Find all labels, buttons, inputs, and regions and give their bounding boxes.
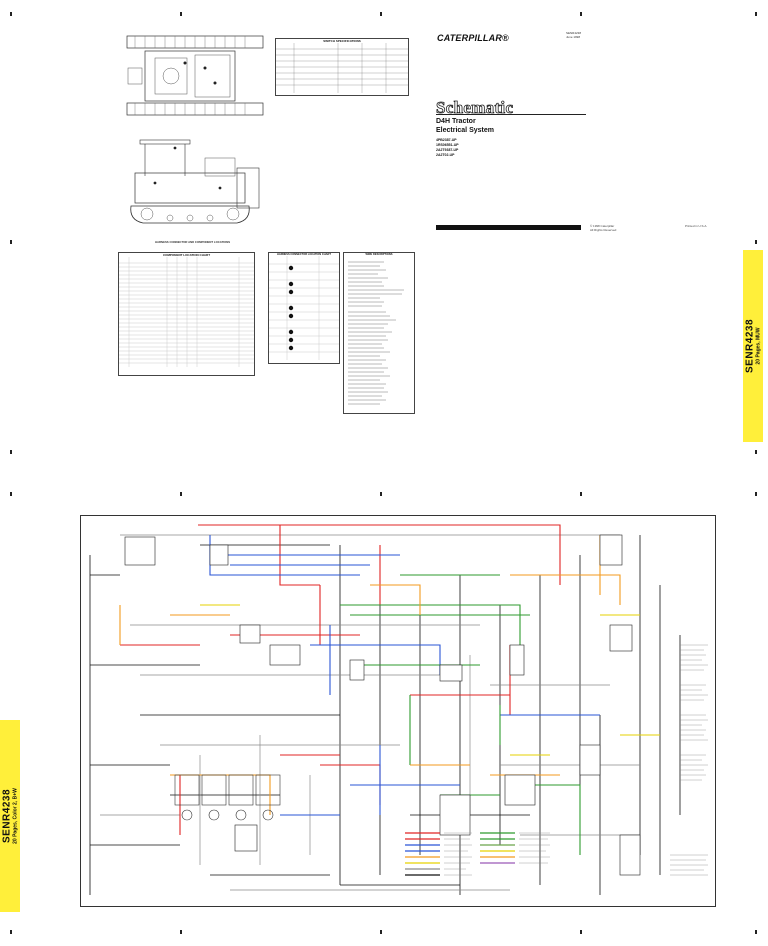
component-location-title: COMPONENT LOCATION CHART	[162, 253, 211, 257]
machine-side-view	[130, 139, 260, 224]
schematic-title: Schematic	[436, 98, 514, 118]
copyright-line: All Rights Reserved	[590, 228, 617, 232]
wire-description-title: WIRE DESCRIPTIONS	[365, 253, 393, 256]
connector-blocks	[124, 534, 641, 876]
doc-date: June 1998	[566, 35, 581, 39]
copyright-line: © 1998 Caterpillar	[590, 224, 615, 228]
subtitle-machine: D4H Tractor	[436, 118, 476, 125]
subtitle: D4H Tractor Electrical System	[436, 117, 494, 135]
component-location-table: COMPONENT LOCATION CHART	[118, 252, 255, 376]
component-location-grid	[119, 257, 254, 367]
connector-location-title: HARNESS CONNECTOR LOCATION CHART	[277, 253, 331, 256]
right-tab-subtitle: 20 Pages, MUW	[755, 327, 762, 365]
left-page-tab: SENR4238 20 Pages, Color 2, B+W	[0, 720, 20, 912]
subtitle-system: Electrical System	[436, 127, 494, 134]
right-tab-title: SENR4238	[744, 318, 756, 374]
serial-numbers: 4PB2387-UP 1RS06551-UP 2A2T9387-UP 2A2T0…	[436, 138, 459, 158]
doc-code: SENR4238	[566, 31, 582, 35]
title-rule	[436, 114, 586, 115]
connector-location-grid	[269, 256, 339, 360]
serial-number: 2A2T02-UP	[436, 153, 455, 157]
title-bar	[436, 225, 581, 230]
gray-wires	[100, 534, 640, 891]
switch-spec-table: SWITCH SPECIFICATIONS	[275, 38, 409, 96]
serial-number: 2A2T9387-UP	[436, 148, 459, 152]
machine-caption: HARNESS CONNECTOR AND COMPONENT LOCATION…	[155, 240, 231, 244]
machine-top-view	[126, 35, 264, 116]
left-tab-subtitle: 20 Pages, Color 2, B+W	[12, 788, 19, 844]
switch-spec-title: SWITCH SPECIFICATIONS	[323, 39, 361, 43]
green-wires	[340, 574, 581, 855]
serial-number: 4PB2387-UP	[436, 138, 457, 142]
wire-description-table: WIRE DESCRIPTIONS	[343, 252, 415, 414]
wire-legend	[405, 832, 515, 876]
printed-in: Printed in U.S.A.	[685, 224, 708, 228]
connector-location-table: HARNESS CONNECTOR LOCATION CHART	[268, 252, 340, 364]
caterpillar-logo: CATERPILLAR®	[437, 33, 509, 43]
right-page-tab: SENR4238 20 Pages, MUW	[743, 250, 763, 442]
serial-number: 1RS06551-UP	[436, 143, 459, 147]
wiring-schematic	[80, 515, 716, 907]
doc-reference: SENR4238 June 1998	[566, 31, 581, 39]
copyright: © 1998 Caterpillar All Rights Reserved	[590, 224, 616, 232]
switch-spec-grid	[276, 43, 408, 93]
left-tab-title: SENR4238	[1, 788, 13, 844]
yellow-wires	[200, 604, 660, 756]
relay-cluster	[174, 774, 281, 821]
notes-column	[670, 644, 708, 876]
legend-text-lines	[444, 832, 550, 876]
wire-description-lines	[348, 261, 404, 405]
